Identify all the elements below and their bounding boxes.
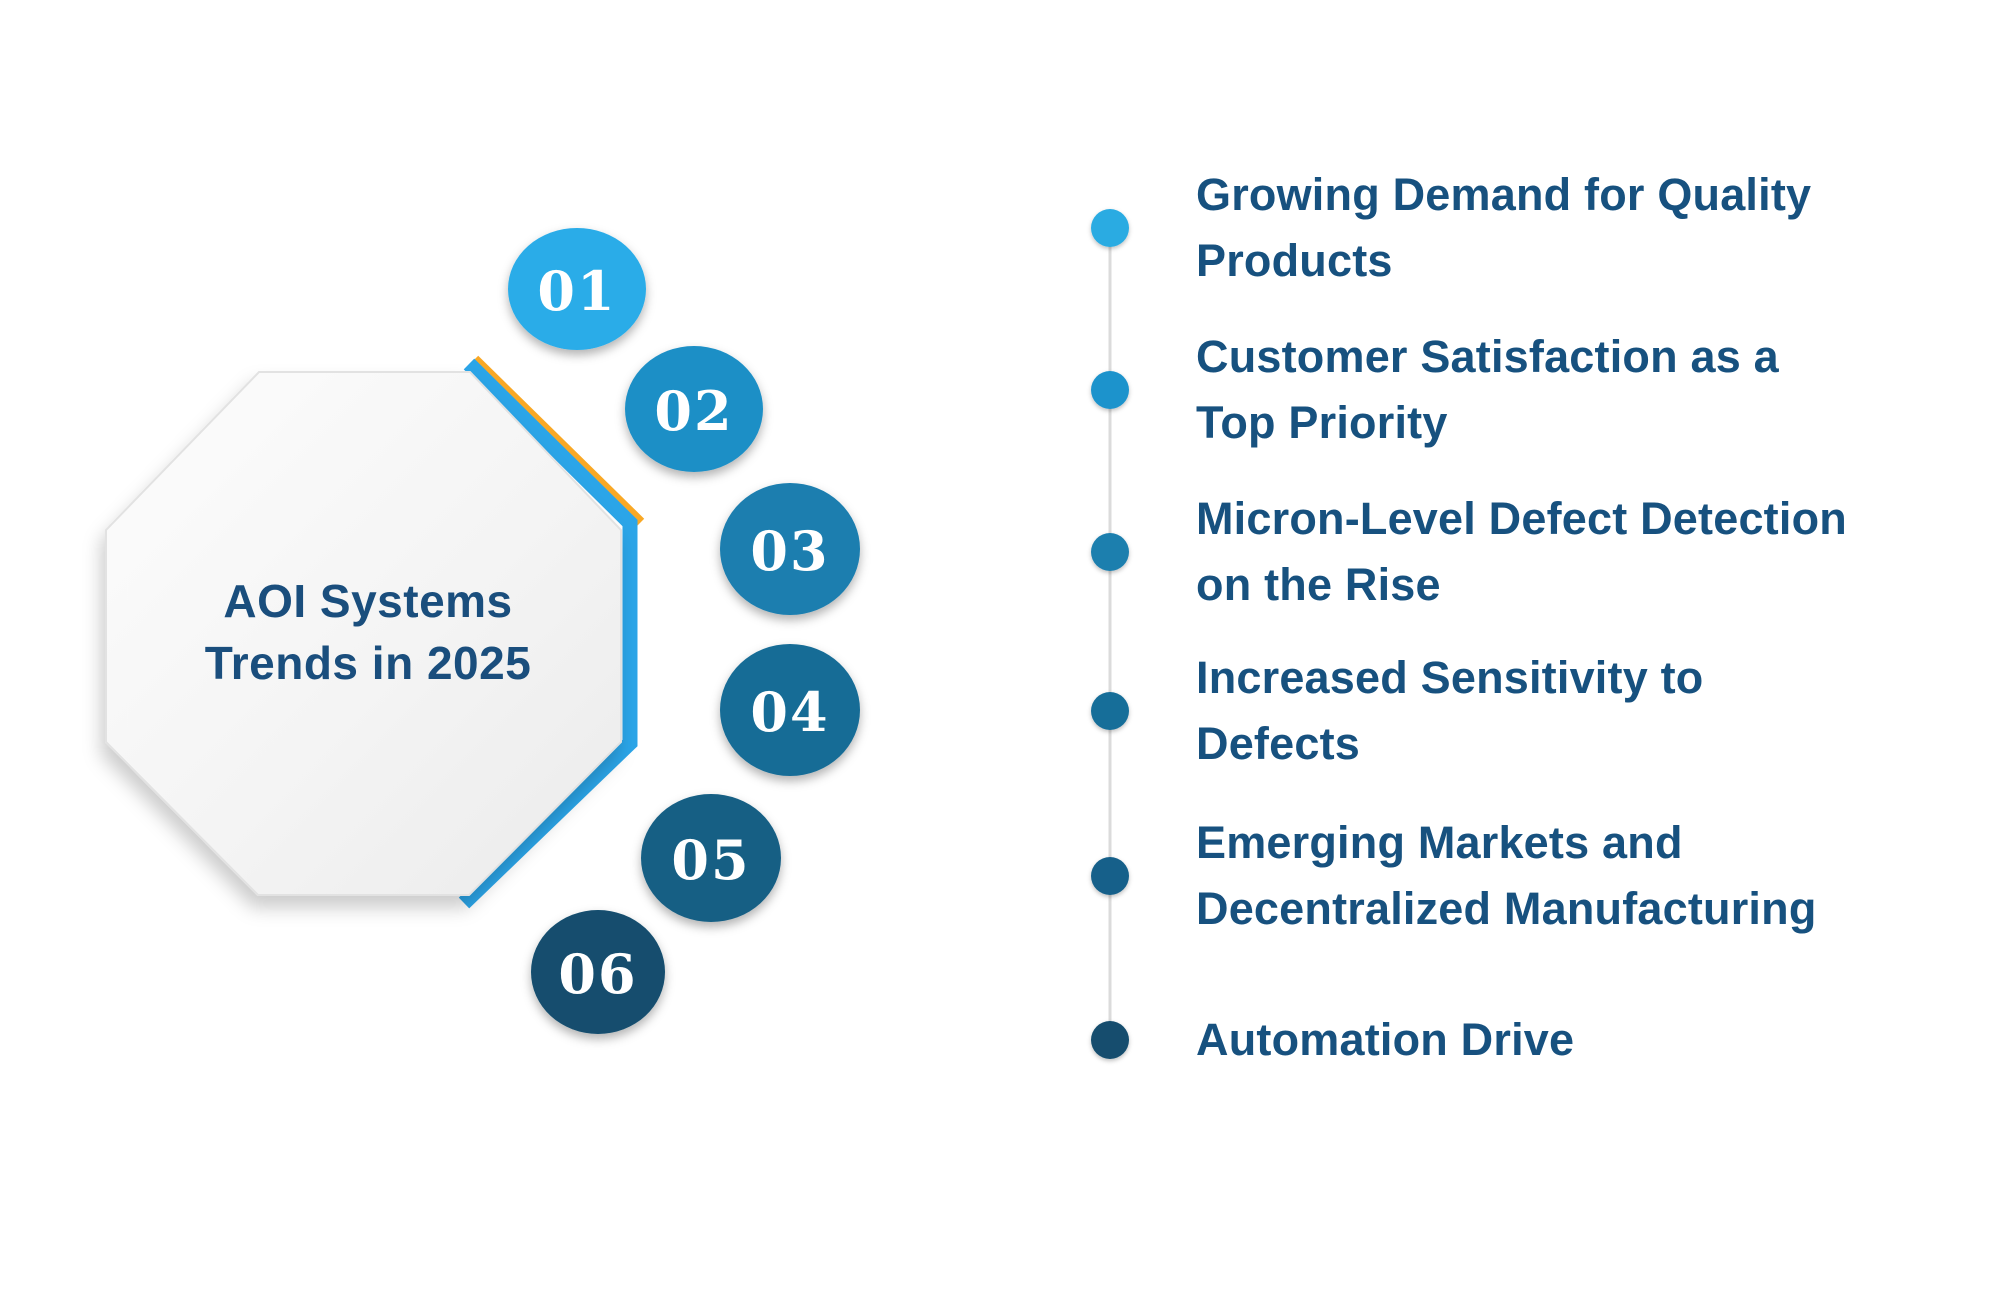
timeline-item-5-line-1: Emerging Markets and xyxy=(1196,817,1683,868)
timeline-spine xyxy=(1091,209,1129,1059)
octagon-blue-edge xyxy=(458,358,638,909)
step-number-05: 05 xyxy=(671,828,750,892)
timeline-item-3-line-1: Micron-Level Defect Detection xyxy=(1196,493,1847,544)
timeline-item-6-line-1: Automation Drive xyxy=(1196,1014,1575,1065)
step-circle-06 xyxy=(531,910,665,1034)
page-title-line-1: AOI Systems xyxy=(223,575,513,627)
timeline-dot-3 xyxy=(1091,533,1129,571)
timeline-item-2-line-1: Customer Satisfaction as a xyxy=(1196,331,1779,382)
step-number-06: 06 xyxy=(558,942,637,1006)
timeline-item-4-line-1: Increased Sensitivity to xyxy=(1196,652,1704,703)
timeline-item-5-line-2: Decentralized Manufacturing xyxy=(1196,883,1817,934)
timeline-item-1-line-2: Products xyxy=(1196,235,1393,286)
page-title-line-2: Trends in 2025 xyxy=(204,637,532,689)
timeline-item-4: Increased Sensitivity to Defects xyxy=(1196,645,1926,777)
timeline-dot-5 xyxy=(1091,857,1129,895)
timeline-item-4-line-2: Defects xyxy=(1196,718,1360,769)
timeline-item-5: Emerging Markets and Decentralized Manuf… xyxy=(1196,810,1926,942)
timeline-dot-2 xyxy=(1091,371,1129,409)
step-number-01: 01 xyxy=(537,259,616,323)
step-number-04: 04 xyxy=(750,680,829,744)
step-circle-04 xyxy=(720,644,860,776)
timeline-item-1-line-1: Growing Demand for Quality xyxy=(1196,169,1812,220)
timeline-item-2-line-2: Top Priority xyxy=(1196,397,1448,448)
step-circle-05 xyxy=(641,794,781,922)
timeline-item-3-line-2: on the Rise xyxy=(1196,559,1441,610)
timeline-item-1: Growing Demand for Quality Products xyxy=(1196,162,1926,294)
step-number-02: 02 xyxy=(654,379,733,443)
timeline-item-6: Automation Drive xyxy=(1196,1007,1926,1073)
step-circle-01 xyxy=(508,228,646,350)
timeline-dot-6 xyxy=(1091,1021,1129,1059)
timeline-dot-1 xyxy=(1091,209,1129,247)
step-circle-03 xyxy=(720,483,860,615)
step-circles: 01 02 03 04 05 06 xyxy=(508,228,860,1034)
octagon-body xyxy=(105,371,622,896)
step-number-03: 03 xyxy=(750,519,829,583)
timeline-dot-4 xyxy=(1091,692,1129,730)
timeline-item-2: Customer Satisfaction as a Top Priority xyxy=(1196,324,1926,456)
page-title: AOI Systems Trends in 2025 xyxy=(128,570,608,694)
step-circle-02 xyxy=(625,346,763,472)
timeline-item-3: Micron-Level Defect Detection on the Ris… xyxy=(1196,486,1926,618)
